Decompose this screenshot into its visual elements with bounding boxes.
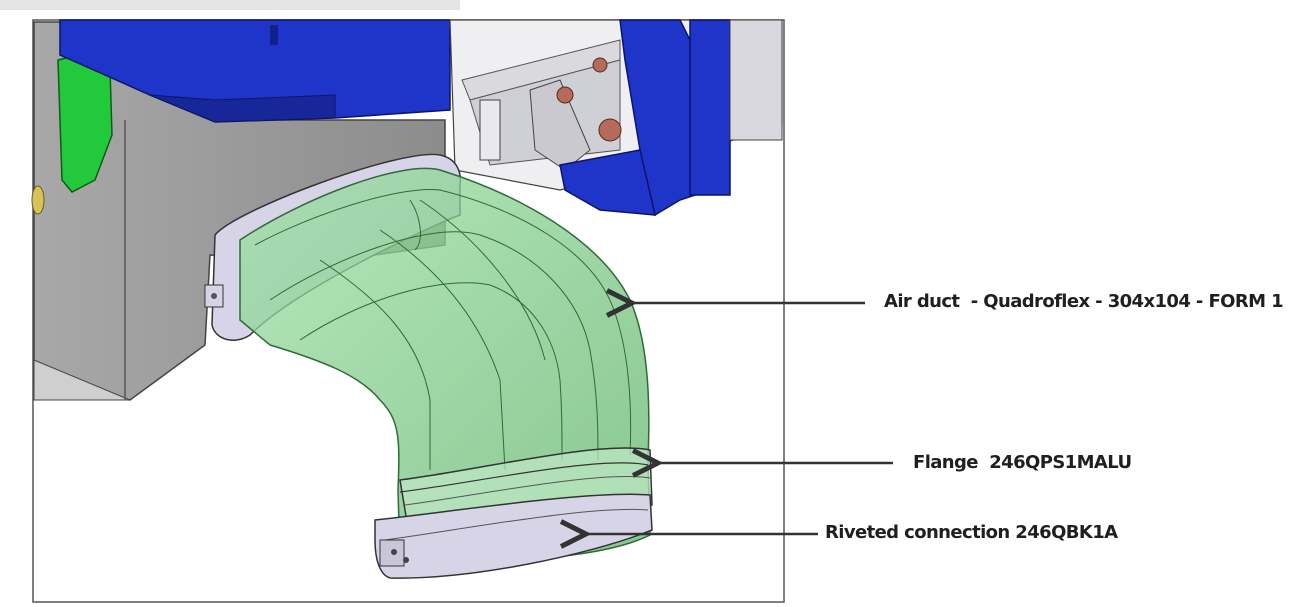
riveted-connection-246qbk1a: [374, 493, 653, 579]
top-band: [0, 0, 460, 10]
flange-callout-label: Flange 246QPS1MALU: [913, 452, 1132, 473]
air-duct-callout-label: Air duct - Quadroflex - 304x104 - FORM 1: [884, 291, 1284, 312]
rail-assembly: [449, 19, 783, 217]
riveted-connection-callout-label: Riveted connection 246QBK1A: [825, 522, 1118, 543]
